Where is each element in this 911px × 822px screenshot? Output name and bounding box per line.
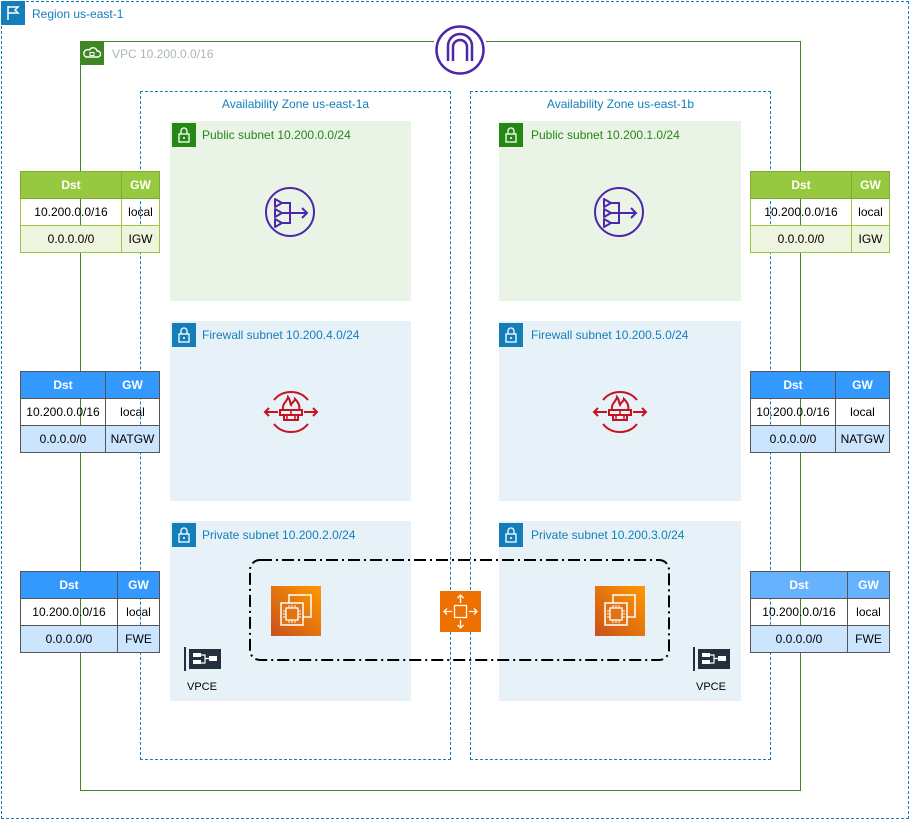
route-gw: IGW: [121, 225, 160, 253]
route-dst: 10.200.0.0/16: [20, 398, 106, 426]
region-flag-icon: [1, 1, 25, 25]
gw-header: GW: [117, 571, 160, 599]
dst-header: Dst: [750, 171, 852, 199]
route-dst: 10.200.0.0/16: [20, 198, 122, 226]
az-b-label: Availability Zone us-east-1b: [546, 97, 695, 111]
gw-header: GW: [121, 171, 160, 199]
dst-header: Dst: [20, 571, 118, 599]
auto-scaling-group-boundary: [249, 559, 670, 661]
dst-header: Dst: [20, 171, 122, 199]
nat-gateway-icon[interactable]: [264, 186, 316, 238]
lock-icon: [499, 323, 523, 347]
route-gw: local: [105, 398, 160, 426]
vpc-cloud-icon: [80, 41, 104, 65]
route-dst: 0.0.0.0/0: [20, 225, 122, 253]
route-gw: local: [847, 598, 890, 626]
az-a-label: Availability Zone us-east-1a: [221, 97, 370, 111]
region-label: Region us-east-1: [32, 7, 124, 21]
gw-header: GW: [847, 571, 890, 599]
private-subnet-a-label: Private subnet 10.200.2.0/24: [202, 528, 356, 542]
vpc-endpoint-icon[interactable]: [183, 645, 223, 673]
route-gw: local: [851, 198, 890, 226]
firewall-subnet-b-label: Firewall subnet 10.200.5.0/24: [531, 328, 689, 342]
ec2-instance-icon[interactable]: [595, 586, 645, 636]
route-gw: local: [117, 598, 160, 626]
auto-scaling-icon[interactable]: [440, 591, 481, 632]
firewall-subnet-a-label: Firewall subnet 10.200.4.0/24: [202, 328, 360, 342]
gw-header: GW: [835, 371, 890, 399]
public-subnet-a-label: Public subnet 10.200.0.0/24: [202, 128, 351, 142]
private-subnet-b-label: Private subnet 10.200.3.0/24: [531, 528, 685, 542]
vpc-endpoint-icon[interactable]: [692, 645, 732, 673]
dst-header: Dst: [750, 571, 848, 599]
lock-icon: [172, 123, 196, 147]
route-dst: 10.200.0.0/16: [750, 198, 852, 226]
nat-gateway-icon[interactable]: [593, 186, 645, 238]
route-dst: 0.0.0.0/0: [750, 225, 852, 253]
route-gw: FWE: [117, 625, 160, 653]
route-dst: 0.0.0.0/0: [20, 625, 118, 653]
network-firewall-icon[interactable]: [591, 383, 649, 441]
route-dst: 10.200.0.0/16: [750, 398, 836, 426]
dst-header: Dst: [20, 371, 106, 399]
lock-icon: [499, 523, 523, 547]
route-gw: IGW: [851, 225, 890, 253]
route-gw: local: [121, 198, 160, 226]
gw-header: GW: [851, 171, 890, 199]
gw-header: GW: [105, 371, 160, 399]
route-gw: NATGW: [835, 425, 890, 453]
lock-icon: [172, 323, 196, 347]
route-dst: 0.0.0.0/0: [750, 625, 848, 653]
route-dst: 10.200.0.0/16: [20, 598, 118, 626]
internet-gateway-icon[interactable]: [434, 24, 486, 76]
route-gw: FWE: [847, 625, 890, 653]
public-subnet-b-label: Public subnet 10.200.1.0/24: [531, 128, 680, 142]
vpce-label: VPCE: [696, 681, 726, 693]
route-dst: 0.0.0.0/0: [750, 425, 836, 453]
dst-header: Dst: [750, 371, 836, 399]
vpc-label: VPC 10.200.0.0/16: [112, 47, 214, 61]
route-gw: NATGW: [105, 425, 160, 453]
route-dst: 10.200.0.0/16: [750, 598, 848, 626]
lock-icon: [499, 123, 523, 147]
ec2-instance-icon[interactable]: [271, 586, 321, 636]
lock-icon: [172, 523, 196, 547]
route-gw: local: [835, 398, 890, 426]
network-firewall-icon[interactable]: [262, 383, 320, 441]
vpce-label: VPCE: [187, 681, 217, 693]
route-dst: 0.0.0.0/0: [20, 425, 106, 453]
